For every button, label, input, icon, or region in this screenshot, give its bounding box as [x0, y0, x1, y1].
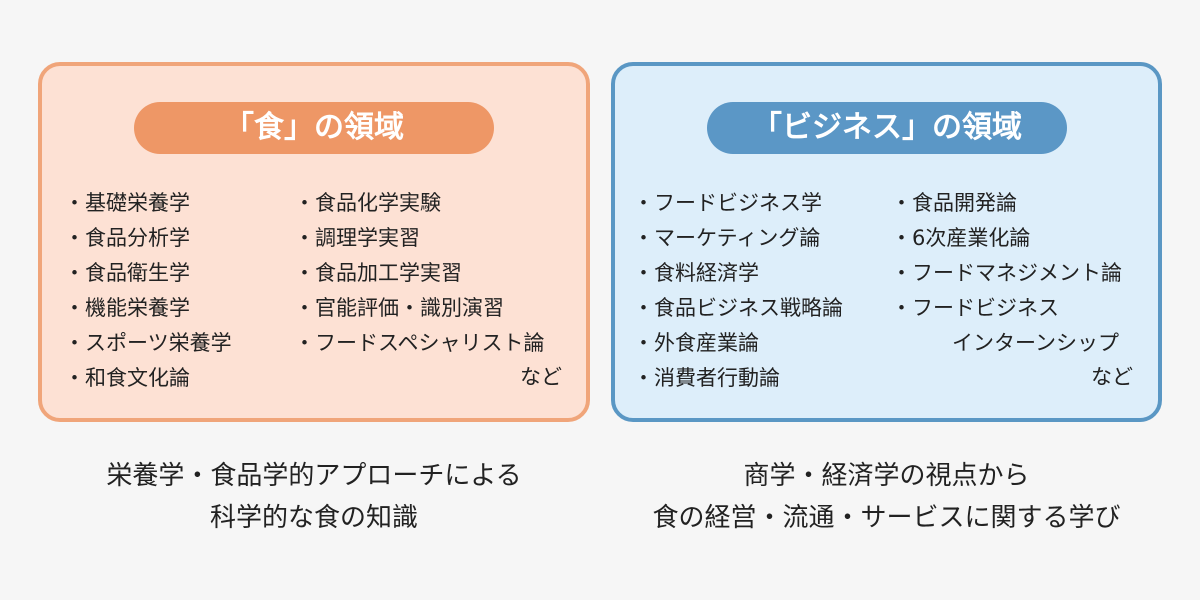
- list-item: 食品分析学: [64, 221, 232, 256]
- business-caption-line-1: 商学・経済学の視点から: [743, 461, 1030, 491]
- list-item: マーケティング論: [633, 221, 843, 256]
- food-domain-title: 「食」の領域: [134, 102, 494, 154]
- list-item: 調理学実習: [294, 221, 545, 256]
- list-item: 官能評価・識別演習: [294, 291, 545, 326]
- list-item: 機能栄養学: [64, 291, 232, 326]
- food-courses-column-2: 食品化学実験 調理学実習 食品加工学実習 官能評価・識別演習 フードスペシャリス…: [294, 186, 545, 361]
- food-domain-panel: 「食」の領域 基礎栄養学 食品分析学 食品衛生学 機能栄養学 スポーツ栄養学 和…: [38, 62, 590, 422]
- list-item: 食品開発論: [891, 186, 1122, 221]
- food-caption-line-2: 科学的な食の知識: [209, 503, 418, 533]
- business-caption-line-2: 食の経営・流通・サービスに関する学び: [652, 503, 1121, 533]
- business-domain-panel: 「ビジネス」の領域 フードビジネス学 マーケティング論 食料経済学 食品ビジネス…: [611, 62, 1162, 422]
- business-domain-title: 「ビジネス」の領域: [707, 102, 1067, 154]
- list-item-continuation: インターンシップ: [952, 331, 1119, 355]
- list-item: スポーツ栄養学: [64, 326, 232, 361]
- list-item: フードビジネス学: [633, 186, 843, 221]
- list-item: 食料経済学: [633, 256, 843, 291]
- business-courses-column-1: フードビジネス学 マーケティング論 食料経済学 食品ビジネス戦略論 外食産業論 …: [633, 186, 843, 396]
- list-item: 食品化学実験: [294, 186, 545, 221]
- business-courses-column-2: 食品開発論 6次産業化論 フードマネジメント論 フードビジネス インターンシップ: [891, 186, 1122, 361]
- list-item: 食品ビジネス戦略論: [633, 291, 843, 326]
- list-item: フードスペシャリスト論: [294, 326, 545, 361]
- list-item: フードマネジメント論: [891, 256, 1122, 291]
- food-etc-label: など: [520, 365, 562, 389]
- list-item: 食品衛生学: [64, 256, 232, 291]
- food-domain-caption: 栄養学・食品学的アプローチによる 科学的な食の知識: [38, 455, 590, 539]
- list-item: 基礎栄養学: [64, 186, 232, 221]
- business-domain-caption: 商学・経済学の視点から 食の経営・流通・サービスに関する学び: [606, 455, 1167, 539]
- food-caption-line-1: 栄養学・食品学的アプローチによる: [106, 461, 522, 491]
- list-item: 消費者行動論: [633, 361, 843, 396]
- food-courses-column-1: 基礎栄養学 食品分析学 食品衛生学 機能栄養学 スポーツ栄養学 和食文化論: [64, 186, 232, 396]
- list-item: 食品加工学実習: [294, 256, 545, 291]
- list-item: 6次産業化論: [891, 221, 1122, 256]
- list-item: フードビジネス: [891, 291, 1122, 326]
- list-item: 外食産業論: [633, 326, 843, 361]
- business-etc-label: など: [1091, 365, 1133, 389]
- list-item: 和食文化論: [64, 361, 232, 396]
